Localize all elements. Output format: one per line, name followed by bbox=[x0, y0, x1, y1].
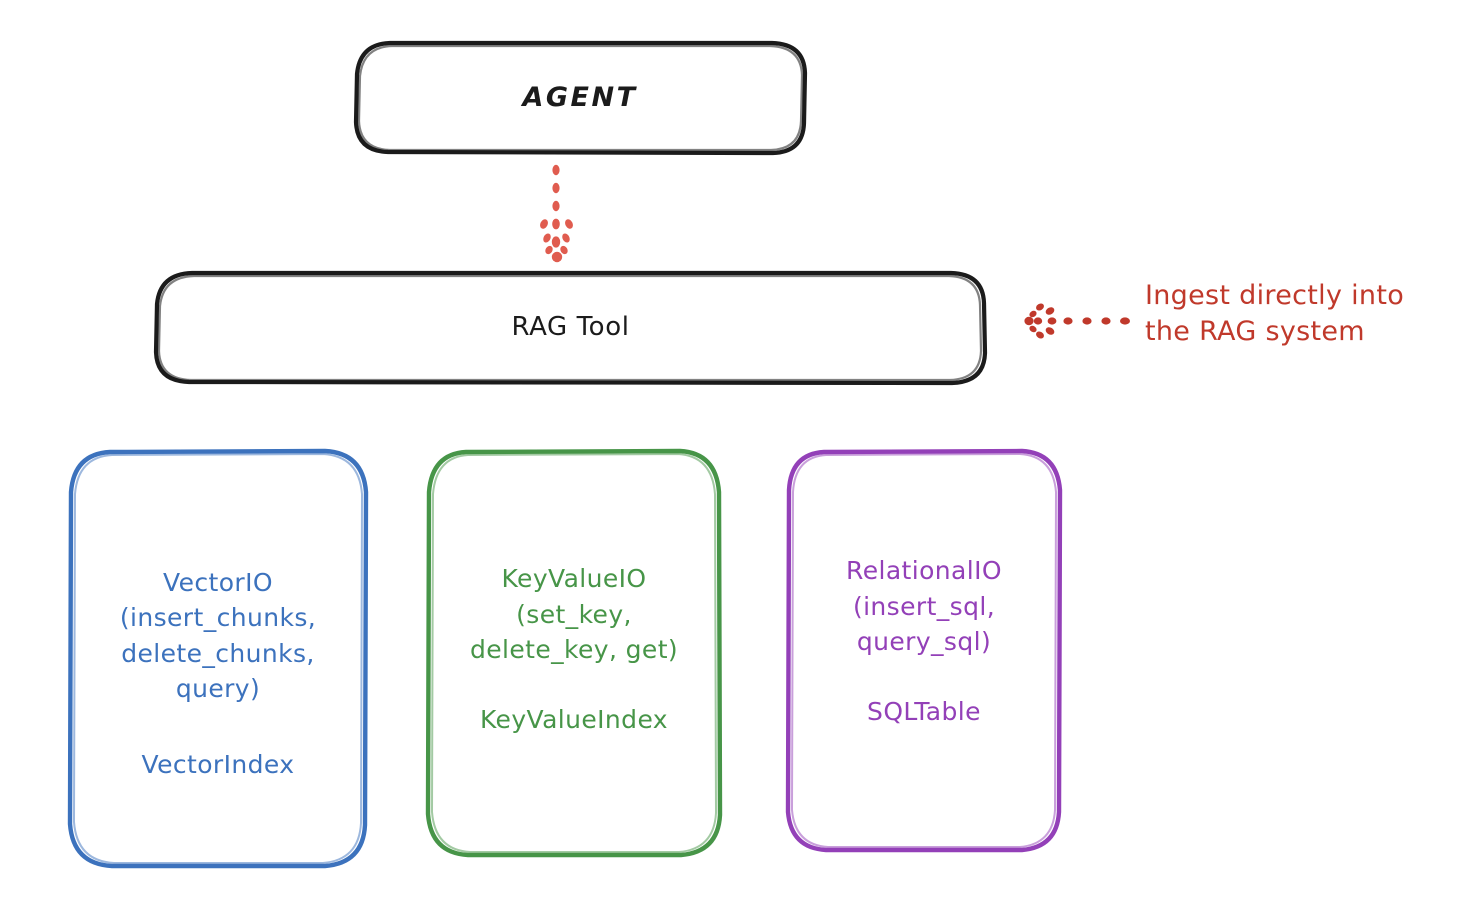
vector-io-node[interactable]: VectorIO (insert_chunks, delete_chunks, … bbox=[70, 450, 366, 867]
vector-io-api-label: VectorIO (insert_chunks, delete_chunks, … bbox=[119, 567, 317, 704]
key-value-io-api-label: KeyValueIO (set_key, delete_key, get) bbox=[469, 564, 679, 664]
vector-io-box-outline bbox=[67, 448, 369, 869]
vector-io-index-label: VectorIndex bbox=[141, 749, 295, 779]
key-value-io-text-stack: KeyValueIO (set_key, delete_key, get) Ke… bbox=[470, 561, 678, 737]
vector-io-text-stack: VectorIO (insert_chunks, delete_chunks, … bbox=[120, 565, 316, 783]
agent-label: AGENT bbox=[522, 81, 638, 113]
rag-tool-box-outline bbox=[153, 270, 988, 386]
ingest-annotation-label: Ingest directly into the RAG system bbox=[1145, 280, 1405, 347]
rag-tool-node[interactable]: RAG Tool bbox=[156, 272, 985, 383]
agent-node[interactable]: AGENT bbox=[355, 42, 805, 153]
relational-io-box-outline bbox=[785, 448, 1063, 853]
relational-io-text-stack: RelationalIO (insert_sql, query_sql) SQL… bbox=[846, 553, 1002, 729]
key-value-io-box-outline bbox=[425, 448, 723, 858]
agent-to-rag-tool-arrow bbox=[540, 164, 573, 263]
ingest-arrow bbox=[1024, 303, 1130, 339]
relational-io-node[interactable]: RelationalIO (insert_sql, query_sql) SQL… bbox=[788, 450, 1060, 850]
relational-io-api-label: RelationalIO (insert_sql, query_sql) bbox=[846, 556, 1002, 656]
relational-io-index-label: SQLTable bbox=[867, 696, 981, 726]
rag-tool-label: RAG Tool bbox=[511, 312, 630, 343]
agent-box-outline bbox=[353, 40, 808, 156]
key-value-io-node[interactable]: KeyValueIO (set_key, delete_key, get) Ke… bbox=[428, 450, 720, 854]
key-value-io-index-label: KeyValueIndex bbox=[479, 704, 668, 734]
